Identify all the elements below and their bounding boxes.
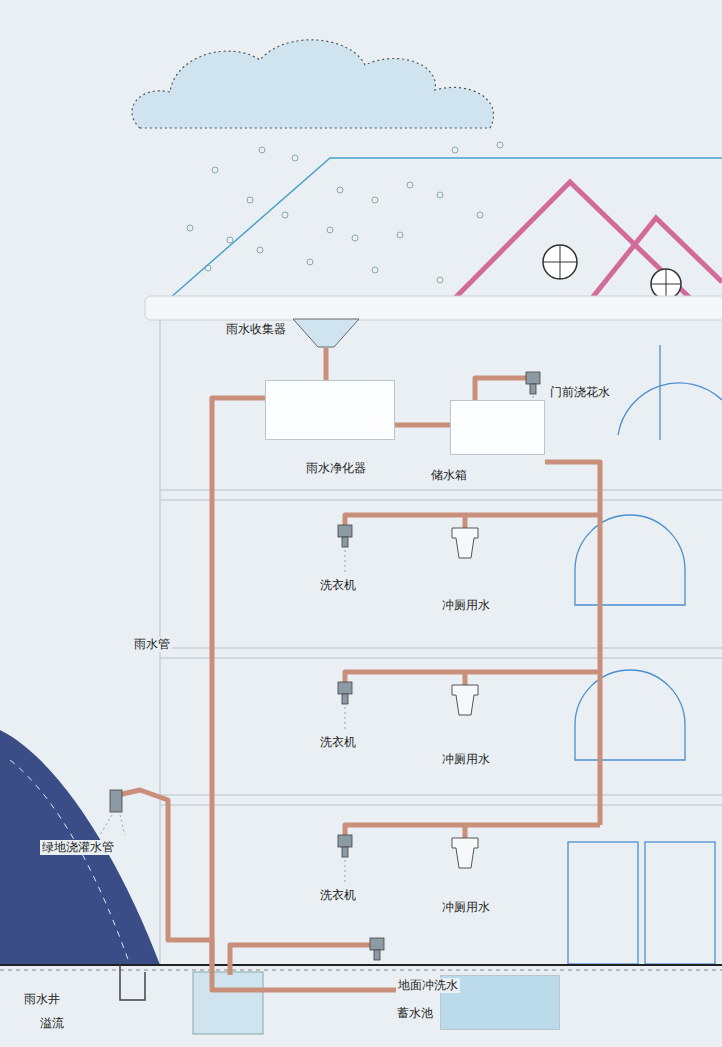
node-label: 雨水收集器: [226, 322, 286, 337]
part-label: 冲厕用水: [440, 900, 492, 915]
water-pipe: [395, 425, 450, 426]
collector-funnel: 雨水收集器: [292, 318, 360, 348]
node-label: 蓄水池: [397, 1006, 433, 1021]
purifier-box: 雨水净化器: [265, 380, 395, 440]
water-pipe: [326, 348, 327, 380]
part-label: 冲厕用水: [440, 752, 492, 767]
node-label: 储水箱: [431, 468, 467, 483]
part-label: 绿地浇灌水管: [40, 840, 116, 855]
tank-box: 储水箱: [450, 400, 545, 455]
funnel-shape: [292, 318, 360, 348]
node-label: 雨水净化器: [306, 461, 366, 476]
part-label: 溢流: [38, 1016, 66, 1031]
part-label: 地面冲洗水: [396, 978, 460, 993]
part-label: 门前浇花水: [548, 385, 612, 400]
part-label: 雨水井: [22, 992, 62, 1007]
part-label: 雨水管: [132, 637, 172, 652]
part-label: 洗衣机: [318, 888, 358, 903]
part-label: 洗衣机: [318, 735, 358, 750]
part-label: 冲厕用水: [440, 598, 492, 613]
part-label: 洗衣机: [318, 578, 358, 593]
water-pipe: [212, 398, 440, 990]
